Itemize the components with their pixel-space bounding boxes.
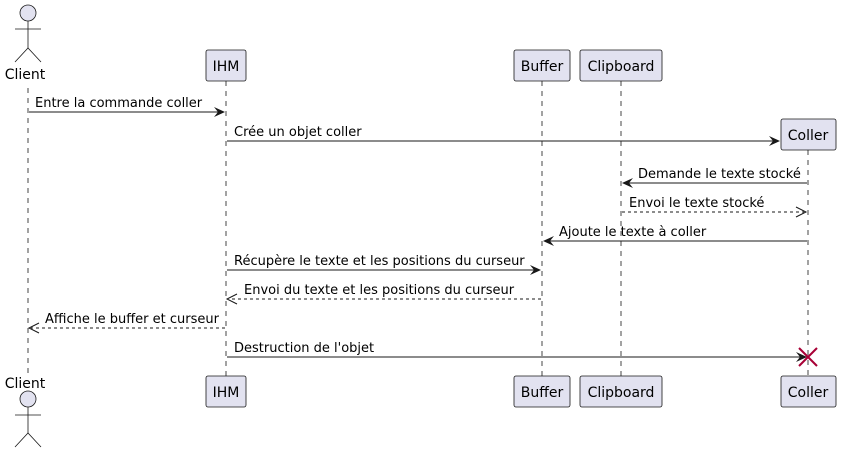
destroy-stroke-2: [798, 347, 818, 367]
destroy-icon: [798, 347, 818, 367]
actor-legs: [14, 432, 42, 448]
message-1: Entre la commande coller: [29, 96, 225, 117]
message-8: Affiche le buffer et curseur: [27, 312, 225, 334]
message-label: Envoi du texte et les positions du curse…: [244, 283, 515, 298]
arrowhead: [530, 265, 541, 275]
message-2: Crée un objet coller: [227, 125, 780, 146]
participant-box: [513, 49, 571, 82]
participant-label-clipboard-bottom: Clipboard: [588, 385, 655, 401]
participant-label-client: Client: [5, 67, 46, 83]
actor-head: [19, 4, 37, 22]
participant-label-buffer: Buffer: [521, 59, 564, 75]
arrowhead-open: [795, 206, 808, 218]
message-label: Entre la commande coller: [35, 96, 203, 111]
arrowhead: [769, 136, 780, 146]
message-4: Envoi le texte stocké: [622, 196, 808, 218]
arrowhead: [214, 107, 225, 117]
participant-clipboard-top: Clipboard: [579, 49, 663, 82]
participant-label-coller: Coller: [788, 128, 829, 144]
message-label: Envoi le texte stocké: [629, 196, 764, 211]
participant-box: [579, 375, 663, 408]
participant-label-ihm: IHM: [213, 59, 240, 75]
message-6: Récupère le texte et les positions du cu…: [227, 254, 541, 275]
participant-box: [579, 49, 663, 82]
arrowhead: [543, 236, 554, 246]
participant-buffer-bottom: Buffer: [513, 375, 571, 408]
message-7: Envoi du texte et les positions du curse…: [225, 283, 541, 305]
participant-label-ihm-bottom: IHM: [213, 385, 240, 401]
participant-coller-bottom: Coller: [780, 375, 837, 408]
message-label: Crée un objet coller: [234, 125, 362, 140]
participant-box: [513, 375, 571, 408]
message-3: Demande le texte stocké: [622, 167, 807, 188]
participant-box: [780, 375, 837, 408]
participant-ihm-bottom: IHM: [205, 375, 247, 408]
actor-client-bottom: Client: [5, 376, 46, 448]
participant-box: [205, 49, 247, 82]
participant-box: [780, 118, 837, 151]
participant-coller-created: Coller: [780, 118, 837, 151]
participant-label-client-bottom: Client: [5, 376, 46, 392]
message-label: Demande le texte stocké: [638, 167, 801, 182]
participant-label-clipboard: Clipboard: [588, 59, 655, 75]
message-label: Ajoute le texte à coller: [559, 225, 707, 240]
participant-clipboard-bottom: Clipboard: [579, 375, 663, 408]
arrowhead-open: [225, 293, 238, 305]
participant-buffer-top: Buffer: [513, 49, 571, 82]
message-label: Destruction de l'objet: [234, 341, 374, 356]
actor-head: [19, 390, 37, 408]
arrowhead-open: [27, 322, 40, 334]
message-5: Ajoute le texte à coller: [543, 225, 807, 246]
participant-box: [205, 375, 247, 408]
message-label: Affiche le buffer et curseur: [45, 312, 220, 327]
arrowhead: [796, 352, 807, 362]
message-9: Destruction de l'objet: [227, 341, 807, 362]
message-label: Récupère le texte et les positions du cu…: [234, 254, 525, 269]
arrowhead: [622, 178, 633, 188]
actor-legs: [14, 47, 42, 63]
participant-ihm-top: IHM: [205, 49, 247, 82]
participant-label-buffer-bottom: Buffer: [521, 385, 564, 401]
participant-label-coller-bottom: Coller: [788, 385, 829, 401]
actor-client-top: Client: [5, 4, 46, 83]
